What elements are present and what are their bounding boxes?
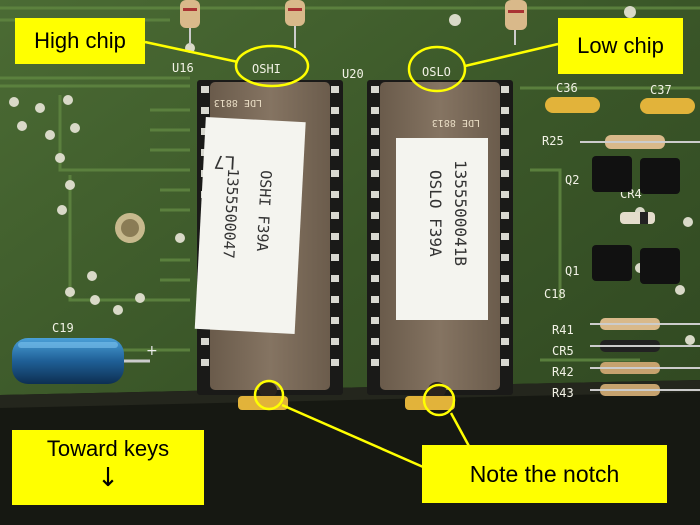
silk-socket-low: OSLO	[422, 65, 451, 79]
silk-cr5: CR5	[552, 344, 574, 358]
silk-r42: R42	[552, 365, 574, 379]
low-chip-label	[396, 138, 488, 320]
silk-c18: C18	[544, 287, 566, 301]
notch-callout: Note the notch	[422, 445, 667, 503]
low-chip-stamp: LDE 8813	[432, 117, 480, 128]
notch-pointer-high	[281, 403, 431, 472]
low-chip-callout-text: Low chip	[577, 33, 664, 58]
low-socket-ellipse	[407, 45, 467, 93]
silk-q2: Q2	[565, 173, 579, 187]
toward-keys-text: Toward keys	[46, 436, 170, 461]
arrow-down-icon: ↓	[97, 463, 119, 493]
top-resistors	[180, 0, 527, 48]
notch-callout-text: Note the notch	[469, 460, 620, 487]
silk-c37: C37	[650, 83, 672, 97]
high-chip-pointer	[144, 40, 239, 64]
high-chip-label-line2: OSHI F39A	[253, 170, 275, 252]
low-chip-pointer	[464, 42, 559, 68]
high-chip-label-line1: 1355500047	[219, 168, 242, 259]
low-chip-label-line2: OSLO F39A	[426, 170, 445, 257]
high-chip-mark: L7	[213, 151, 236, 173]
high-chip-callout: High chip	[15, 18, 145, 64]
high-chip-label	[194, 117, 306, 334]
high-notch-circle	[253, 379, 285, 411]
high-chip-callout-text: High chip	[34, 28, 126, 53]
silk-r43: R43	[552, 386, 574, 400]
silk-u16: U16	[172, 61, 194, 75]
low-notch-circle	[422, 383, 456, 417]
eprom-low-chip: LDE 8813 1355500041B OSLO F39A	[380, 82, 500, 398]
high-chip-stamp: LDE 8813	[214, 97, 262, 108]
silk-c36: C36	[556, 81, 578, 95]
notch-pointer-low	[449, 412, 472, 449]
eprom-high-chip: LDE 8813 L7 1355500047 OSHI F39A	[194, 82, 330, 398]
low-chip-callout: Low chip	[558, 18, 683, 74]
high-socket-ellipse	[234, 44, 310, 88]
silk-r41: R41	[552, 323, 574, 337]
high-chip-notch	[259, 382, 277, 398]
svg-text:+: +	[146, 343, 158, 359]
silk-q1: Q1	[565, 264, 579, 278]
low-chip-label-line1: 1355500041B	[451, 160, 470, 266]
toward-keys-callout: Toward keys ↓	[12, 430, 204, 505]
silk-u20: U20	[342, 67, 364, 81]
right-components	[545, 97, 700, 396]
pcb-pads	[9, 6, 695, 345]
annotations	[144, 40, 559, 472]
silk-c19: C19	[52, 321, 74, 335]
capacitor-c19: +	[12, 338, 158, 384]
silk-r25: R25	[542, 134, 564, 148]
silk-socket-high: OSHI	[252, 62, 281, 76]
